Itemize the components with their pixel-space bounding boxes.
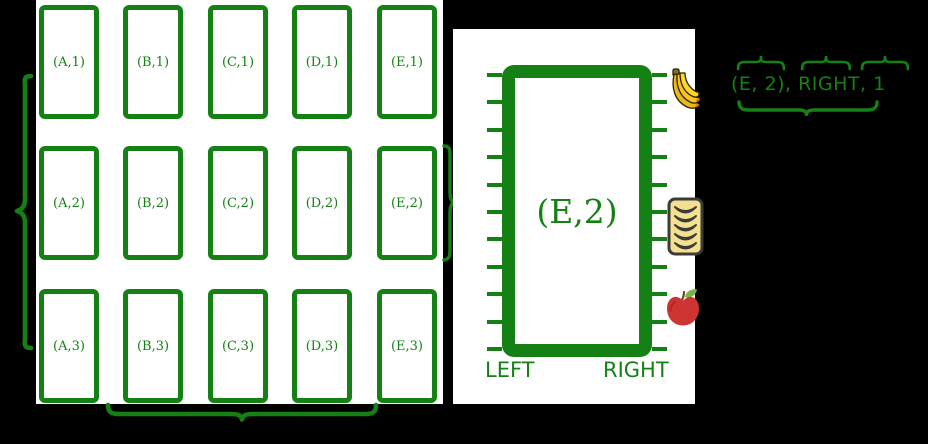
shelf-tick [487, 292, 502, 297]
token-overbrace-shelf [860, 55, 910, 71]
zoomed-cell: (E,2) [502, 65, 652, 357]
shelf-tick [487, 319, 502, 324]
shelf-tick [652, 264, 667, 269]
grid-cell-C2: (C,2) [208, 146, 268, 260]
grid-cell-D1: (D,1) [292, 5, 352, 119]
grid-cell-B2: (B,2) [123, 146, 183, 260]
grid-cell-E2: (E,2) [377, 146, 437, 260]
shelf-tick [652, 73, 667, 77]
right-shelf-ticks [652, 29, 667, 404]
grid-cell-B1: (B,1) [123, 5, 183, 119]
grid-cell-A3: (A,3) [39, 289, 99, 403]
grid-cell-D3: (D,3) [292, 289, 352, 403]
token-overbrace-position [736, 55, 786, 71]
zoomed-cell-label: (E,2) [536, 191, 618, 231]
shelf-tick [652, 319, 667, 324]
annotation-text: (E, 2), RIGHT, 1 [731, 73, 886, 95]
shelf-tick [652, 347, 667, 351]
token-overbrace-side [800, 55, 852, 71]
right-side-label: RIGHT [603, 358, 669, 382]
shelf-tick [487, 210, 502, 214]
grid-cell-B3: (B,3) [123, 289, 183, 403]
grid-cell-C3: (C,3) [208, 289, 268, 403]
grid-cell-C1: (C,1) [208, 5, 268, 119]
shelf-tick [652, 182, 667, 187]
annotation-underbrace [737, 100, 879, 116]
shelf-tick [652, 155, 667, 160]
grid-cell-A1: (A,1) [39, 5, 99, 119]
shelf-tick [487, 73, 502, 77]
shelf-tick [487, 347, 502, 351]
grid-cell-E1: (E,1) [377, 5, 437, 119]
shelf-tick [652, 210, 667, 214]
apple-icon [667, 289, 699, 326]
grid-cell-E3: (E,3) [377, 289, 437, 403]
banana-bunch-icon [672, 68, 700, 109]
shelf-tick [487, 100, 502, 105]
shelf-tick [487, 127, 502, 132]
rows-brace [14, 73, 34, 351]
shelf-tick [487, 155, 502, 160]
grid-panel: (A,1) (B,1) (C,1) (D,1) (E,1) (A,2) (B,2… [36, 0, 443, 404]
shelf-tick [652, 292, 667, 297]
shelf-tick [652, 127, 667, 132]
shelf-tick [652, 100, 667, 105]
shelf-tick [652, 237, 667, 242]
shelf-tick [487, 237, 502, 242]
zoom-panel: (E,2) LEFT RIGHT [453, 29, 704, 404]
shelf-tick [487, 264, 502, 269]
grid-cell-A2: (A,2) [39, 146, 99, 260]
columns-underbrace [105, 402, 379, 422]
shelf-tick [487, 182, 502, 187]
left-side-label: LEFT [485, 358, 535, 382]
left-shelf-ticks [487, 29, 502, 404]
grid-cell-D2: (D,2) [292, 146, 352, 260]
packaged-bananas-icon [667, 197, 704, 256]
